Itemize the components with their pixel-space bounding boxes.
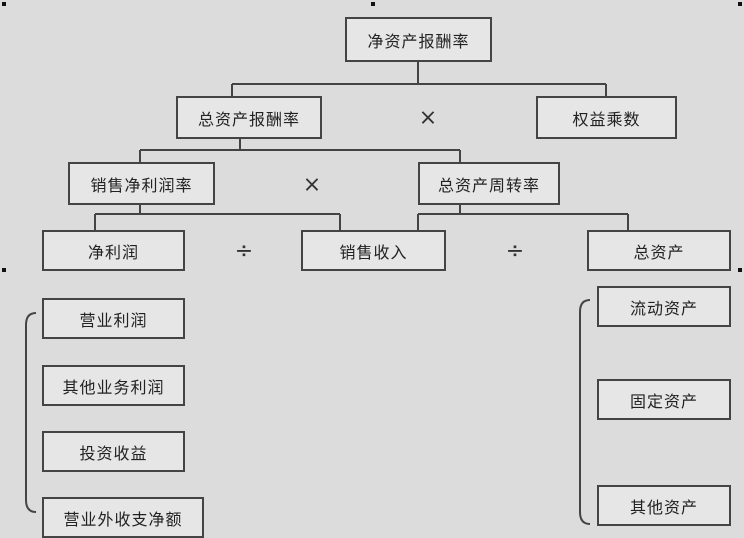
investment-income-label: 投资收益 — [79, 443, 148, 463]
net-profit-margin-label: 销售净利润率 — [90, 175, 193, 195]
multiply-operator: × — [418, 105, 438, 131]
operating-profit-label: 营业利润 — [79, 310, 148, 330]
other-assets-label: 其他资产 — [629, 497, 698, 517]
total-assets-label: 总资产 — [633, 242, 685, 262]
net-profit-margin-box: 销售净利润率 — [68, 162, 215, 205]
equity-multiplier-label: 权益乘数 — [572, 109, 641, 129]
other-assets-box: 其他资产 — [597, 485, 731, 526]
net-profit-label: 净利润 — [87, 242, 139, 262]
fixed-assets-box: 固定资产 — [597, 379, 731, 420]
roe-box: 净资产报酬率 — [345, 17, 492, 62]
sales-revenue-box: 销售收入 — [301, 230, 446, 271]
divide-operator: ÷ — [234, 238, 254, 264]
current-assets-box: 流动资产 — [597, 286, 731, 327]
other-business-profit-box: 其他业务利润 — [42, 365, 185, 406]
corner-mark — [738, 268, 742, 272]
divide-operator: ÷ — [505, 238, 525, 264]
asset-turnover-box: 总资产周转率 — [418, 162, 560, 205]
roa-box: 总资产报酬率 — [176, 96, 322, 139]
equity-multiplier-box: 权益乘数 — [536, 96, 677, 139]
multiply-operator: × — [302, 172, 322, 198]
corner-mark — [2, 268, 6, 272]
sales-revenue-label: 销售收入 — [339, 242, 408, 262]
corner-mark — [738, 2, 742, 6]
fixed-assets-label: 固定资产 — [629, 391, 698, 411]
corner-mark — [371, 2, 375, 6]
other-business-profit-label: 其他业务利润 — [62, 377, 165, 397]
operating-profit-box: 营业利润 — [42, 298, 185, 339]
current-assets-label: 流动资产 — [629, 298, 698, 318]
net-profit-box: 净利润 — [42, 230, 185, 271]
asset-turnover-label: 总资产周转率 — [437, 175, 540, 195]
net-non-operating-label: 营业外收支净额 — [63, 509, 183, 529]
total-assets-box: 总资产 — [587, 230, 731, 271]
net-non-operating-box: 营业外收支净额 — [42, 497, 204, 538]
corner-mark — [2, 2, 6, 6]
roe-label: 净资产报酬率 — [367, 31, 470, 51]
investment-income-box: 投资收益 — [42, 431, 185, 472]
roa-label: 总资产报酬率 — [197, 109, 300, 129]
